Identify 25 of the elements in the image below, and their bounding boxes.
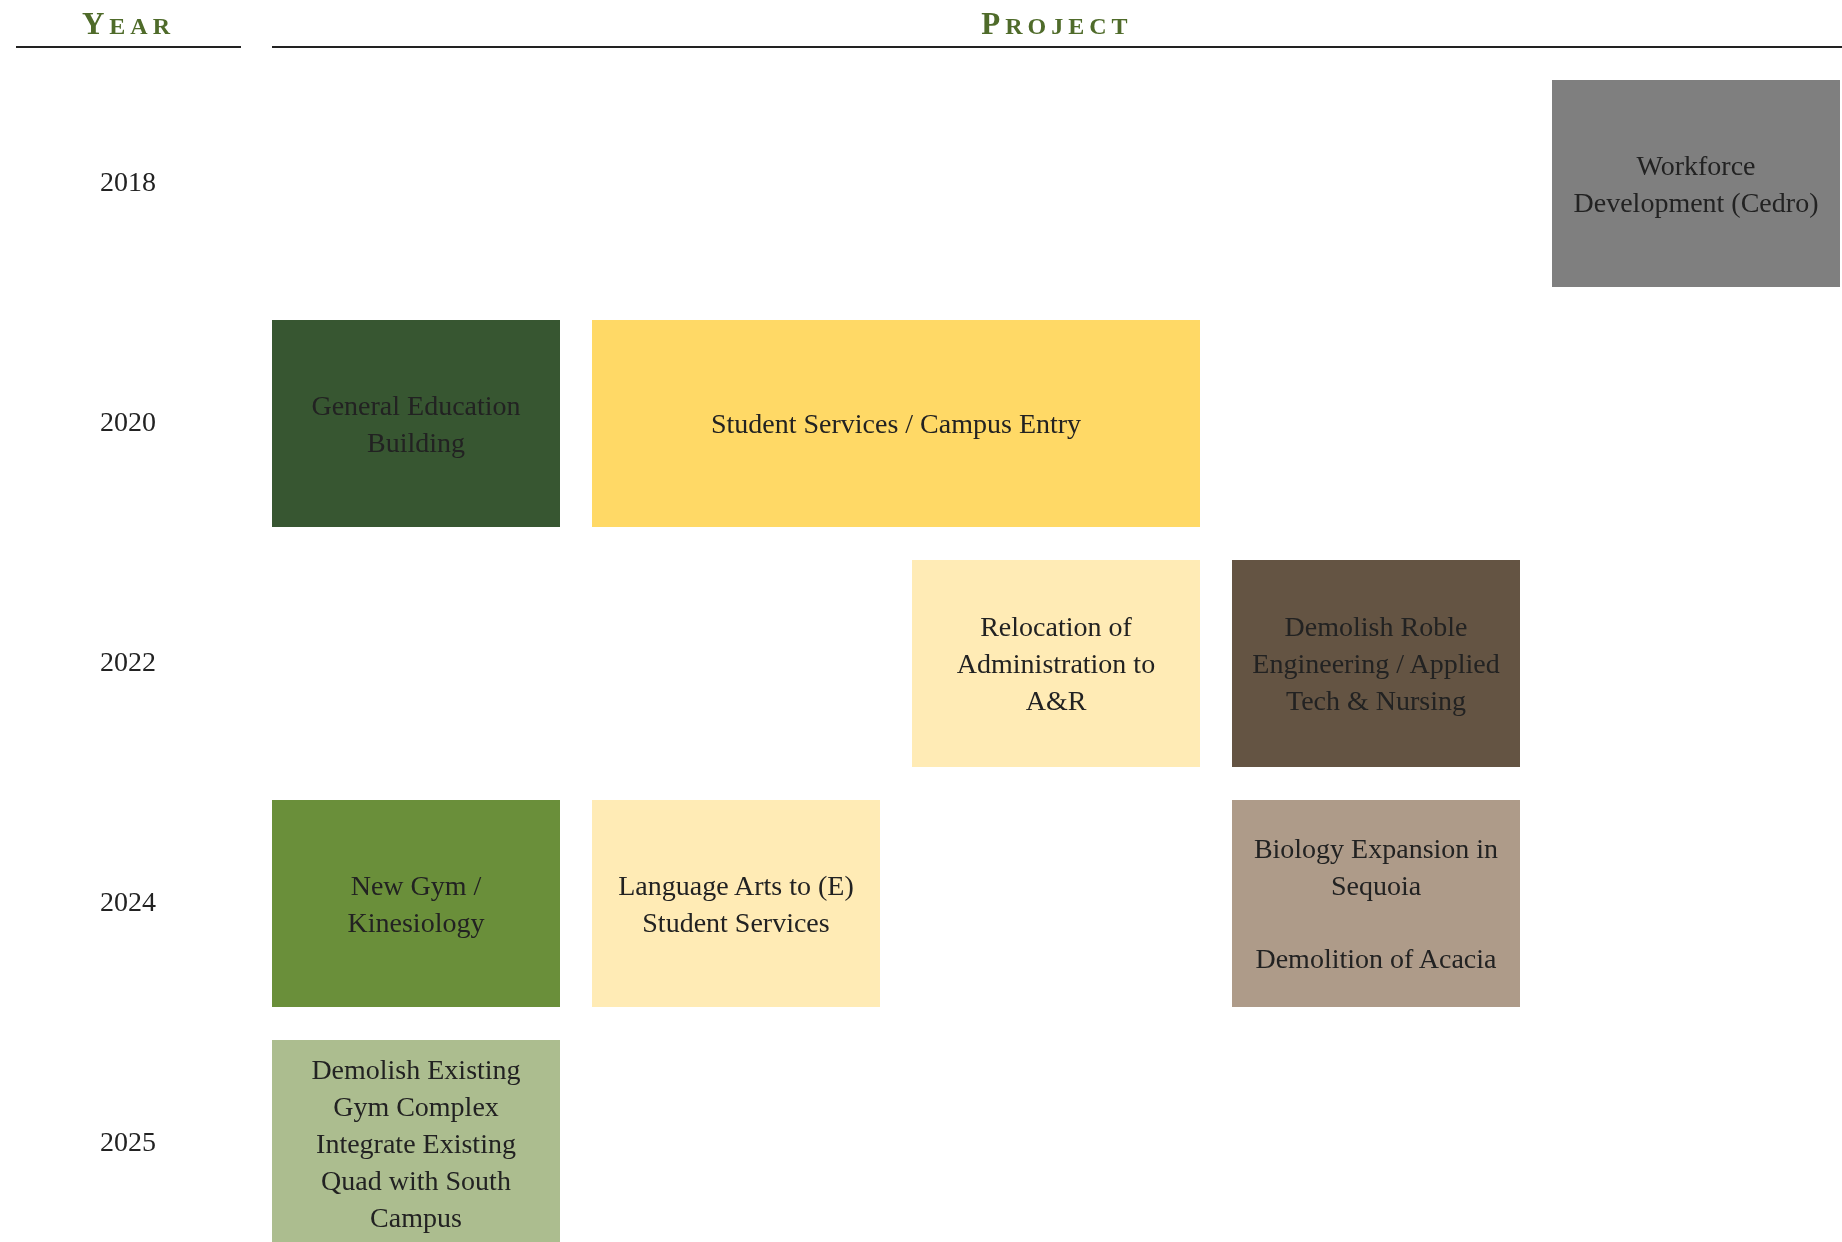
project-box [272, 1040, 560, 1242]
year-label: 2020 [99, 406, 157, 438]
project-label: Demolition of Acacia [1255, 942, 1497, 976]
year-label: 2022 [99, 646, 157, 678]
project-box [912, 560, 1200, 767]
column-header: PROJECT [980, 6, 1134, 42]
project-box [592, 320, 1200, 527]
project-label: Language Arts to (E) Student Services [617, 868, 855, 940]
project-label: Relocation of Administration to A&R [955, 610, 1157, 718]
project-box [592, 800, 880, 1007]
project-label: Demolish Existing Gym Complex Integrate Existing Quad with South Campus [310, 1053, 522, 1235]
year-label: 2024 [99, 886, 157, 918]
column-header: YEAR [80, 6, 177, 42]
project-label: New Gym / Kinesiology [346, 868, 486, 940]
project-label: Demolish Roble Engineering / Applied Tech & Nursing [1251, 610, 1501, 718]
project-box [1232, 560, 1520, 767]
project-box [272, 800, 560, 1007]
year-label: 2025 [99, 1126, 157, 1158]
project-box [1552, 80, 1840, 287]
year-label: 2018 [99, 166, 157, 198]
project-box [1232, 800, 1520, 1007]
project-box [272, 320, 560, 527]
project-label: Student Services / Campus Entry [710, 407, 1082, 441]
project-label: Biology Expansion in Sequoia [1252, 832, 1500, 903]
project-label: Workforce Development (Cedro) [1572, 148, 1820, 220]
